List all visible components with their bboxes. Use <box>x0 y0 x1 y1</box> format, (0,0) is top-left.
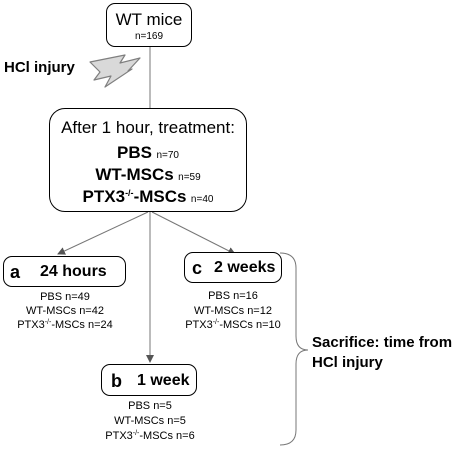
treatment-count: n=40 <box>190 194 214 205</box>
group-c-title: 2 weeks <box>214 259 276 276</box>
ptx-prefix: PTX3 <box>105 430 133 442</box>
group-a-title: 24 hours <box>40 263 107 280</box>
treatment-header: After 1 hour, treatment: <box>61 118 235 137</box>
mice-box: WT mice n=169 <box>106 3 192 47</box>
injury-label: HCl injury <box>4 59 75 76</box>
lightning-bolt-icon <box>89 54 141 88</box>
group-c-box: c 2 weeks <box>184 252 282 283</box>
group-a-count-pbs: PBS n=49 <box>40 291 90 303</box>
treatment-box: After 1 hour, treatment: PBS n=70 WT-MSC… <box>49 108 247 212</box>
group-a-letter: a <box>10 262 21 282</box>
ptx-superscript: -/- <box>44 319 52 326</box>
arrow-to-24-hours <box>57 211 149 255</box>
treatment-label: PTX3 <box>82 187 126 206</box>
ptx-rest: -MSCs n=24 <box>51 319 113 331</box>
ptx-superscript: -/- <box>212 319 220 326</box>
ptx-rest: -MSCs n=10 <box>219 319 281 331</box>
treatment-row-wt-mscs: WT-MSCs n=59 <box>50 166 246 184</box>
ptx-prefix: PTX3 <box>17 319 45 331</box>
treatment-label-suffix: -MSCs <box>133 187 187 206</box>
group-b-count-pbs: PBS n=5 <box>128 400 172 412</box>
mice-title: WT mice <box>115 10 183 29</box>
sacrifice-label-line-2: HCl injury <box>312 354 383 371</box>
treatment-row-ptx3-mscs: PTX3-/--MSCs n=40 <box>50 188 246 206</box>
group-c-count-wt: WT-MSCs n=12 <box>194 305 272 317</box>
mice-count: n=169 <box>134 31 164 42</box>
group-a-box: a 24 hours <box>3 256 126 287</box>
ptx-prefix: PTX3 <box>185 319 213 331</box>
group-b-box: b 1 week <box>101 364 197 396</box>
group-b-title: 1 week <box>137 372 190 389</box>
treatment-label: WT-MSCs <box>95 165 174 184</box>
group-c-count-pbs: PBS n=16 <box>208 290 258 302</box>
treatment-label: PBS <box>117 143 152 162</box>
group-a-count-wt: WT-MSCs n=42 <box>26 305 104 317</box>
group-c-count-ptx3: PTX3-/--MSCs n=10 <box>168 319 298 331</box>
ptx-rest: -MSCs n=6 <box>139 430 195 442</box>
treatment-count: n=70 <box>156 150 179 161</box>
group-c-letter: c <box>192 258 203 278</box>
group-a-count-ptx3: PTX3-/--MSCs n=24 <box>0 319 130 331</box>
treatment-row-pbs: PBS n=70 <box>50 144 246 162</box>
sacrifice-label-line-1: Sacrifice: time from <box>312 334 453 351</box>
group-b-count-ptx3: PTX3-/--MSCs n=6 <box>85 430 215 442</box>
treatment-label-superscript: -/- <box>125 188 134 198</box>
ptx-superscript: -/- <box>132 430 140 437</box>
treatment-count: n=59 <box>178 172 201 183</box>
group-b-count-wt: WT-MSCs n=5 <box>114 415 186 427</box>
bracket <box>279 252 309 446</box>
arrow-to-2-weeks <box>151 211 236 255</box>
group-b-letter: b <box>111 371 122 391</box>
